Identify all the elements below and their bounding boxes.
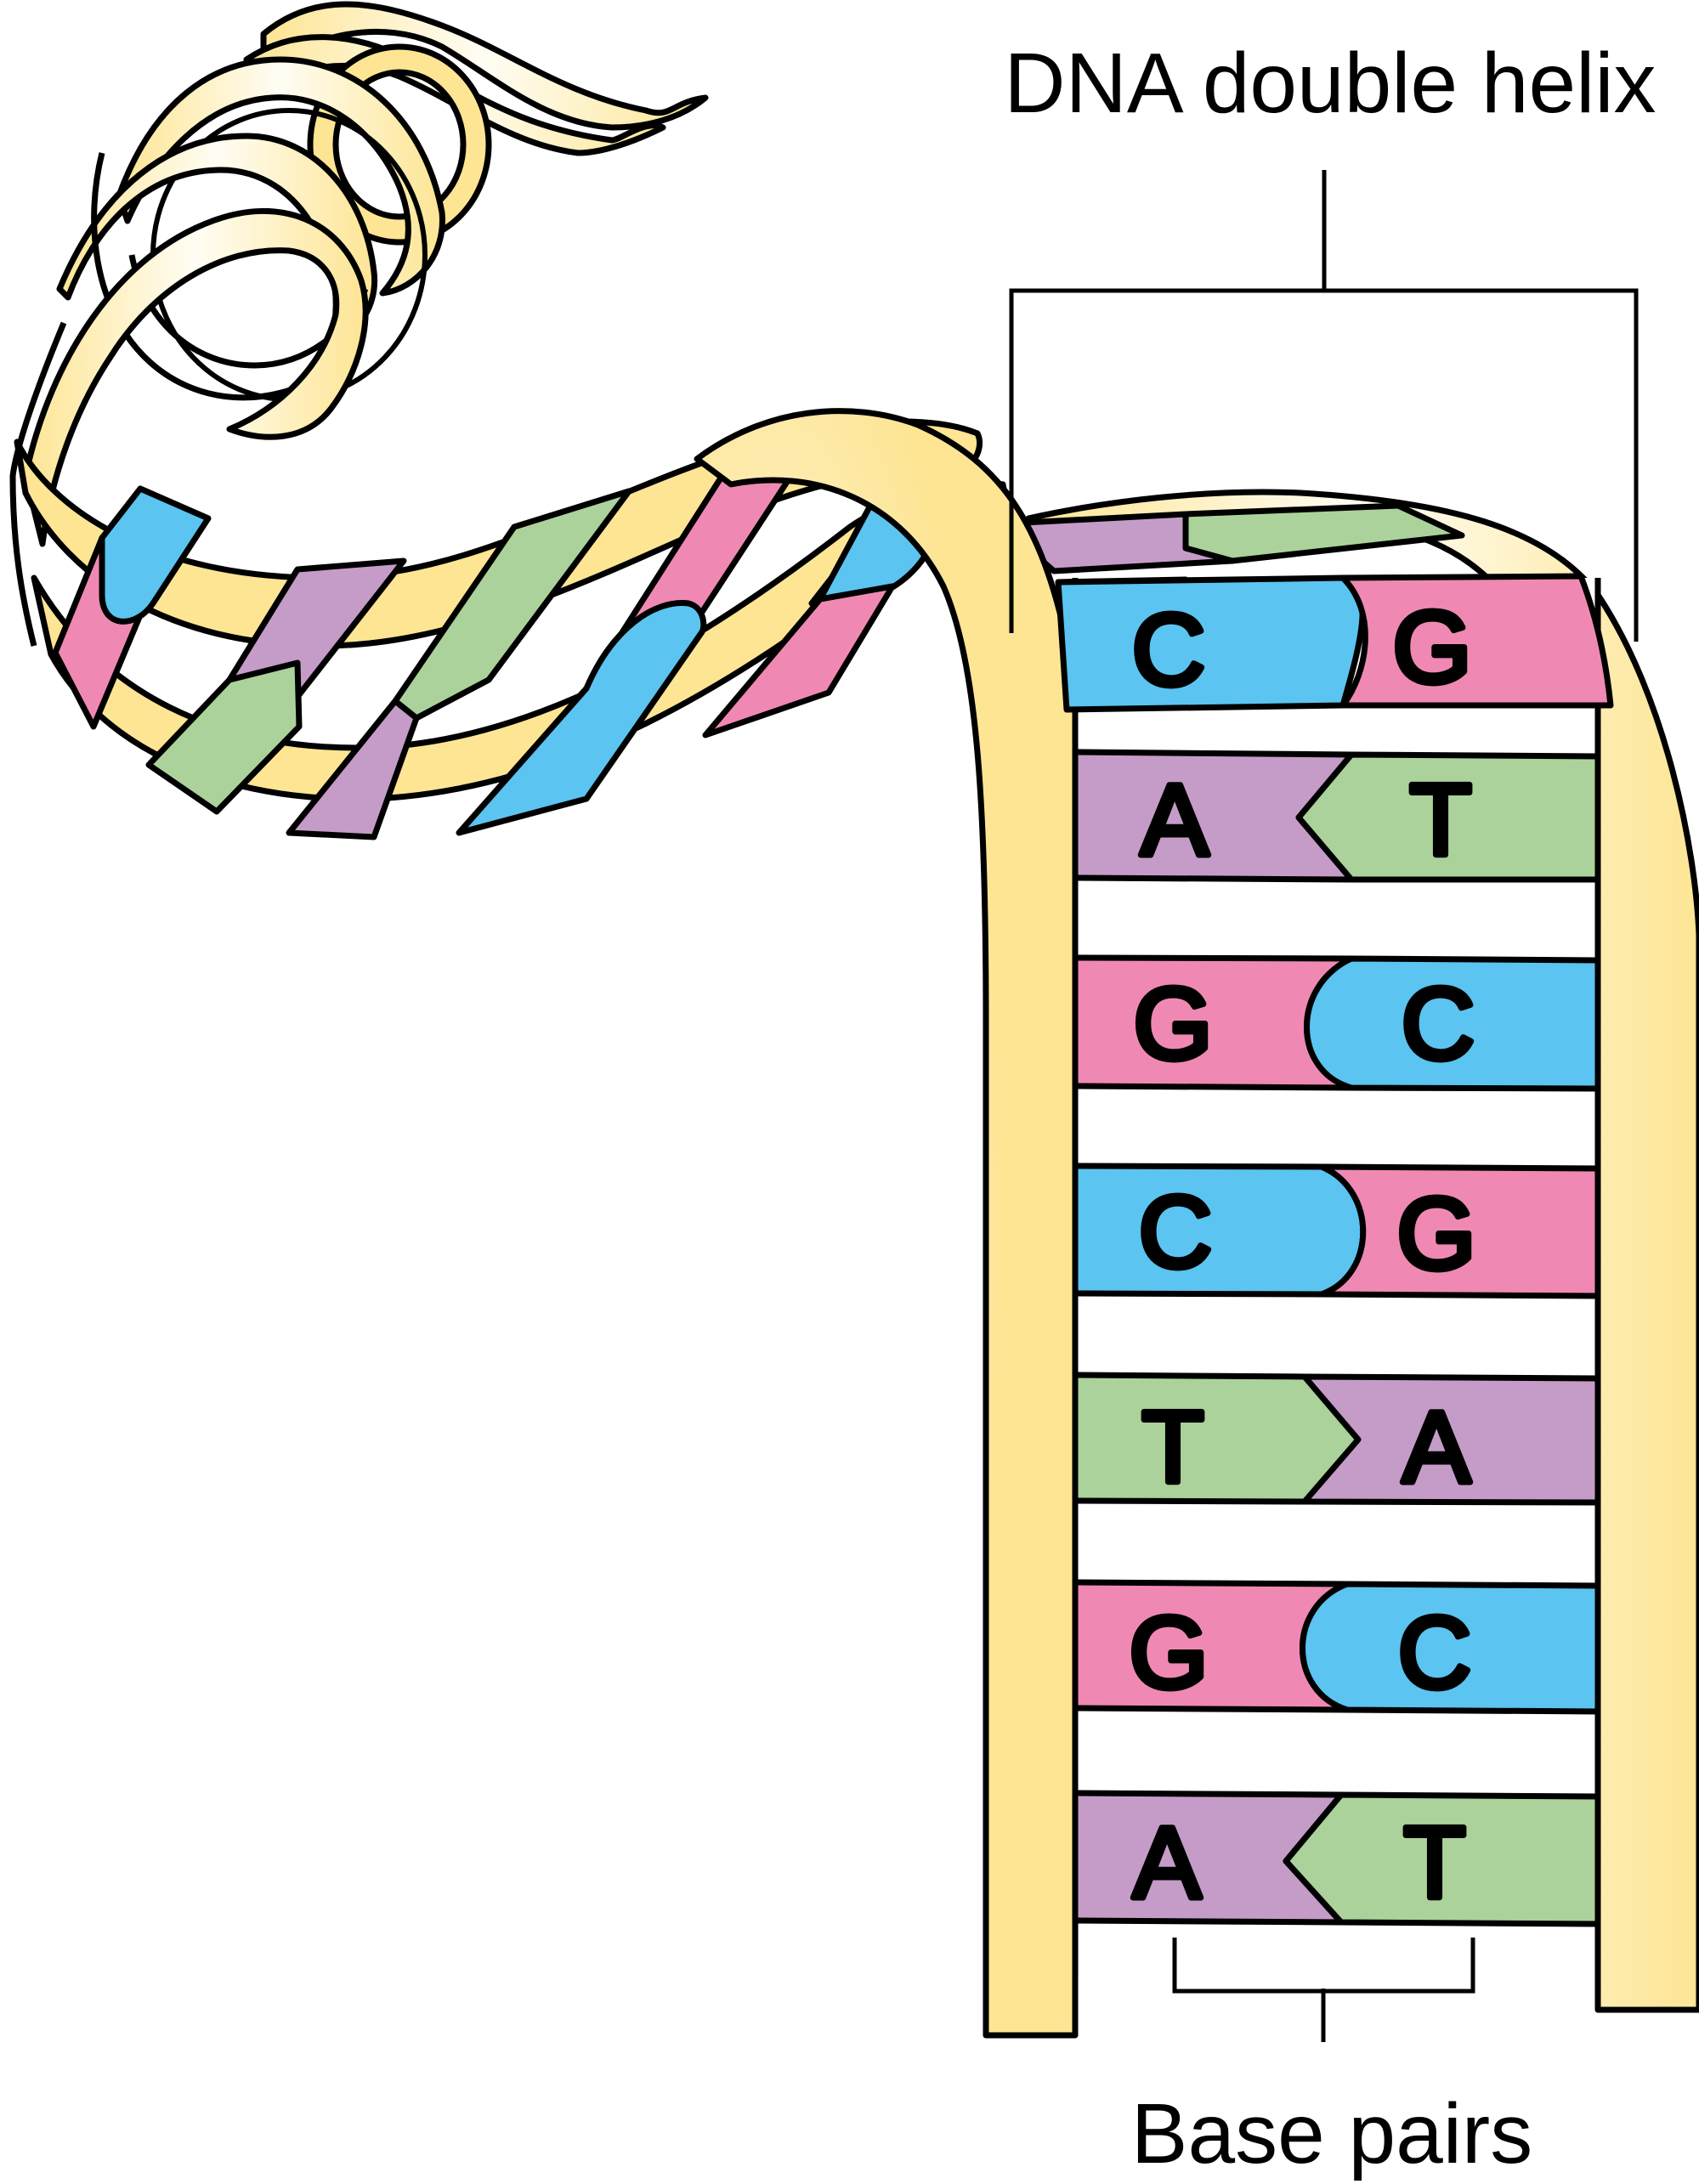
base-letter: C	[1132, 593, 1206, 707]
base-letter: A	[1141, 763, 1209, 877]
helix-coils	[9, 1, 709, 647]
base-pair-ladder: C G A T G C C G T A	[1055, 573, 1614, 2035]
base-letter: C	[1402, 967, 1475, 1081]
base-letter: T	[1409, 763, 1471, 877]
base-letter: C	[1398, 1596, 1472, 1710]
base-pair-5: T A	[1072, 1372, 1601, 1508]
base-pairs-label: Base pairs	[1131, 2086, 1532, 2181]
dna-double-helix-label: DNA double helix	[1004, 36, 1656, 131]
base-letter: C	[1139, 1175, 1213, 1289]
base-pair-7: A T	[1072, 1790, 1601, 1927]
base-letter: G	[1392, 591, 1471, 704]
base-letter: A	[1133, 1806, 1201, 1920]
base-pairs-label-bracket	[1172, 1938, 1475, 2042]
base-pair-4: C G	[1072, 1163, 1601, 1299]
base-pair-2: A T	[1072, 749, 1601, 883]
base-letter: A	[1402, 1390, 1470, 1504]
base-letter: T	[1141, 1390, 1203, 1504]
base-pair-3: G C	[1072, 954, 1601, 1092]
base-letter: G	[1129, 1596, 1208, 1710]
base-letter: T	[1403, 1806, 1465, 1920]
base-letter: G	[1396, 1177, 1475, 1291]
base-pair-6: G C	[1072, 1579, 1601, 1715]
helix-label-bracket	[1009, 170, 1639, 642]
base-letter: G	[1133, 967, 1212, 1081]
base-pair-1: C G	[1055, 573, 1614, 713]
